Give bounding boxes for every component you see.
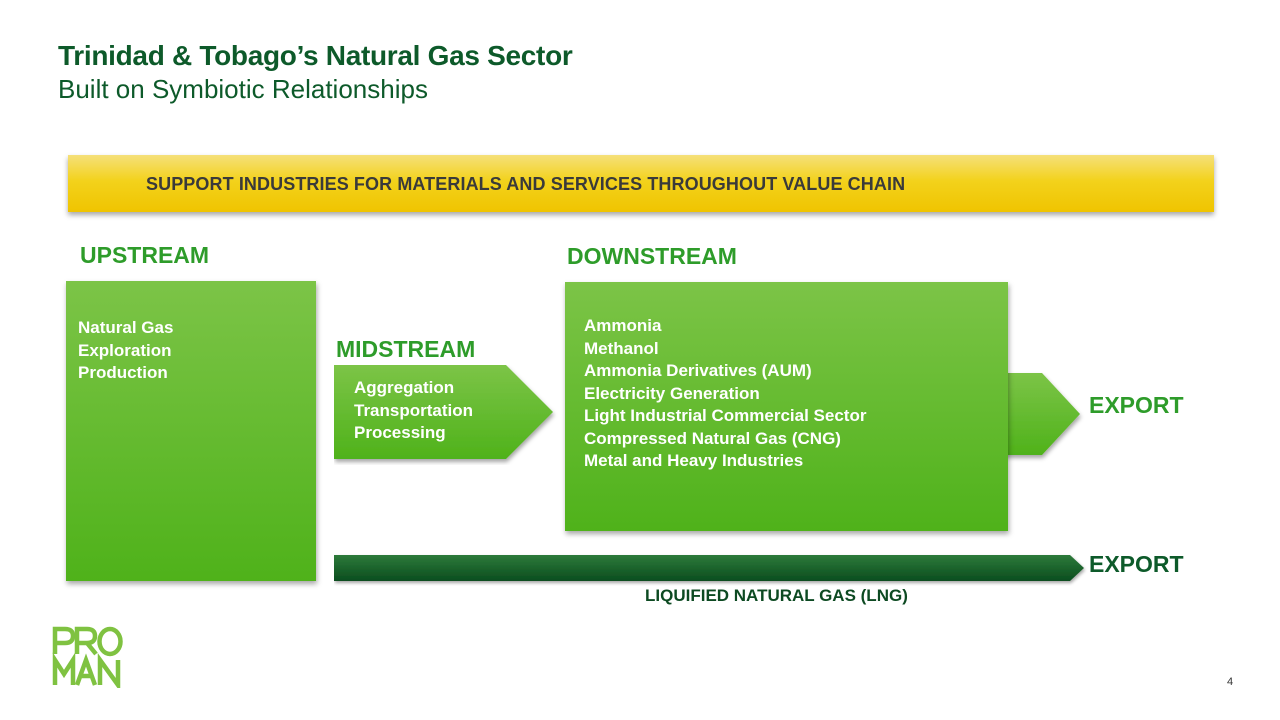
midstream-label: MIDSTREAM — [336, 336, 476, 362]
upstream-label: UPSTREAM — [80, 242, 210, 268]
midstream-item: Aggregation — [354, 378, 455, 397]
lng-arrow — [334, 555, 1084, 581]
downstream-items: Ammonia Methanol Ammonia Derivatives (AU… — [584, 315, 866, 473]
downstream-export-label: EXPORT — [1089, 392, 1184, 418]
page-number: 4 — [1227, 676, 1234, 688]
downstream-item: Compressed Natural Gas (CNG) — [584, 428, 841, 448]
banner-text: SUPPORT INDUSTRIES FOR MATERIALS AND SER… — [146, 174, 906, 194]
lng-export-label: EXPORT — [1089, 551, 1184, 577]
downstream-label: DOWNSTREAM — [567, 243, 737, 269]
lng-label: LIQUIFIED NATURAL GAS (LNG) — [645, 586, 908, 605]
downstream-item: Metal and Heavy Industries — [584, 451, 804, 470]
downstream-item: Ammonia — [584, 316, 662, 335]
upstream-items: Natural Gas Exploration Production — [78, 317, 173, 385]
midstream-item: Processing — [354, 423, 446, 442]
downstream-item: Ammonia Derivatives (AUM) — [584, 361, 812, 380]
downstream-item: Light Industrial Commercial Sector — [584, 406, 867, 425]
upstream-box: Natural Gas Exploration Production — [66, 281, 316, 581]
downstream-export-arrow — [990, 373, 1080, 455]
page-subtitle: Built on Symbiotic Relationships — [58, 74, 428, 104]
upstream-item: Exploration — [78, 340, 172, 360]
proman-logo — [52, 626, 123, 688]
downstream-item: Electricity Generation — [584, 383, 760, 403]
midstream-item: Transportation — [354, 400, 474, 420]
downstream-item: Methanol — [584, 338, 659, 358]
page-title: Trinidad & Tobago’s Natural Gas Sector — [58, 40, 573, 71]
midstream-arrow — [334, 365, 553, 459]
midstream-items: Aggregation Transportation Processing — [354, 377, 473, 445]
upstream-item: Natural Gas — [78, 318, 174, 337]
support-industries-banner: SUPPORT INDUSTRIES FOR MATERIALS AND SER… — [68, 155, 1214, 212]
downstream-box: Ammonia Methanol Ammonia Derivatives (AU… — [565, 282, 1008, 531]
upstream-item: Production — [78, 363, 168, 382]
